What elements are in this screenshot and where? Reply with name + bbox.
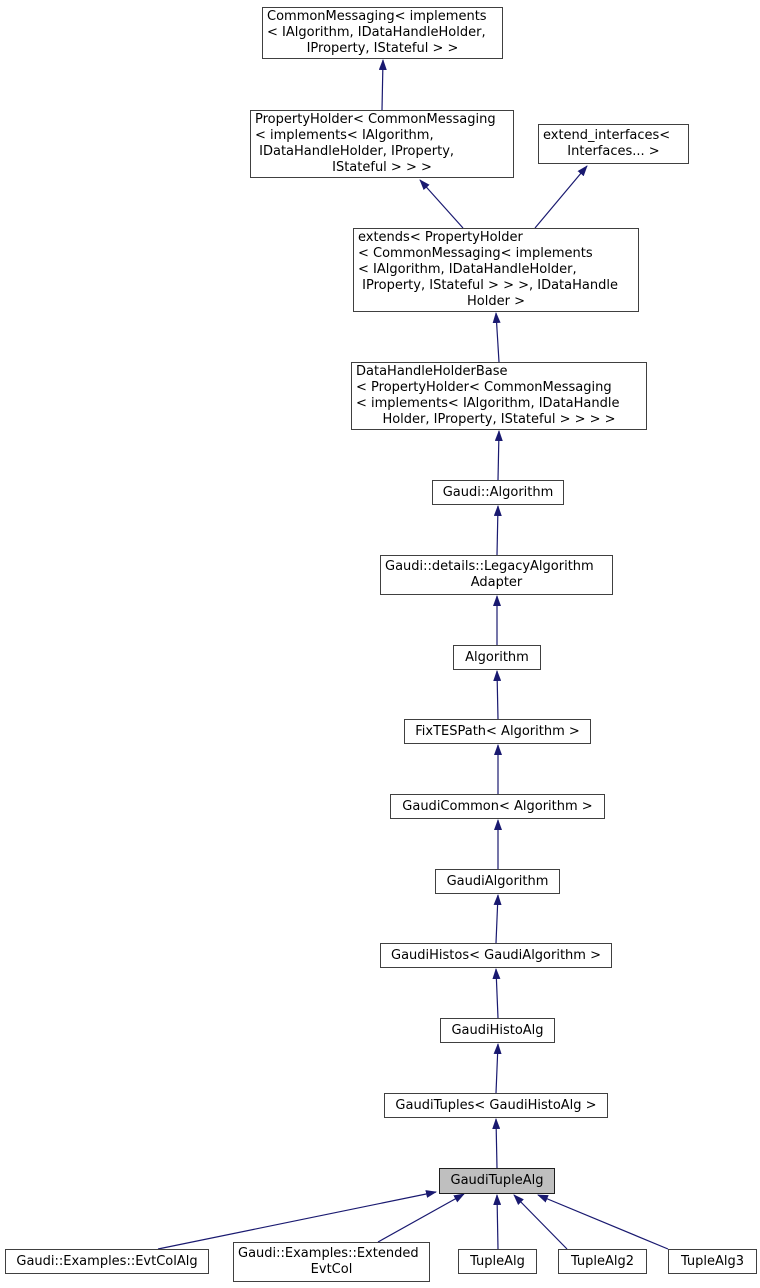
edge-legacy-algorithm-adapter-to-gaudi-ns-algorithm — [493, 505, 502, 556]
edge-gaudi-ns-algorithm-to-data-handle-holder-base — [494, 430, 503, 481]
node-algorithm[interactable]: Algorithm — [453, 645, 541, 670]
node-gaudi-histos[interactable]: GaudiHistos< GaudiAlgorithm > — [380, 943, 612, 968]
node-label-line: PropertyHolder< CommonMessaging — [255, 112, 496, 127]
node-property-holder[interactable]: PropertyHolder< CommonMessaging< impleme… — [250, 110, 514, 178]
node-label-line: GaudiCommon< Algorithm > — [402, 798, 593, 814]
node-label-line: GaudiTuples< GaudiHistoAlg > — [395, 1097, 597, 1113]
edge-evt-col-alg-to-gaudi-tuple-alg — [157, 1190, 437, 1250]
node-label-line: CommonMessaging< implements — [267, 9, 487, 24]
node-tuple-alg[interactable]: TupleAlg — [458, 1249, 537, 1274]
node-label-line: < CommonMessaging< implements — [358, 246, 593, 261]
edge-gaudi-histos-to-gaudi-algorithm — [493, 894, 502, 944]
node-gaudi-tuple-alg: GaudiTupleAlg — [439, 1168, 555, 1194]
node-label-line: Holder > — [467, 294, 525, 309]
edge-tuple-alg3-to-gaudi-tuple-alg — [537, 1194, 669, 1250]
node-label-line: < implements< IAlgorithm, IDataHandle — [356, 396, 620, 411]
node-label-line: Algorithm — [465, 649, 529, 665]
node-label-line: Gaudi::Algorithm — [442, 484, 554, 500]
edge-extends-to-extend-interfaces — [534, 165, 588, 229]
node-label-line: TupleAlg2 — [570, 1253, 635, 1269]
node-label-line: < IAlgorithm, IDataHandleHolder, — [358, 262, 577, 277]
edge-gaudi-histo-alg-to-gaudi-histos — [492, 968, 501, 1019]
edge-extends-to-property-holder — [419, 179, 464, 229]
node-gaudi-histo-alg[interactable]: GaudiHistoAlg — [440, 1018, 555, 1043]
node-label-line: Gaudi::details::LegacyAlgorithm — [385, 559, 594, 574]
node-label-line: Gaudi::Examples::Extended — [238, 1246, 419, 1261]
node-label-line: FixTESPath< Algorithm > — [415, 723, 580, 739]
edge-extended-evt-col-to-gaudi-tuple-alg — [377, 1193, 465, 1243]
node-common-messaging[interactable]: CommonMessaging< implements< IAlgorithm,… — [262, 7, 503, 59]
node-gaudi-ns-algorithm[interactable]: Gaudi::Algorithm — [432, 480, 564, 505]
node-tuple-alg3[interactable]: TupleAlg3 — [668, 1249, 757, 1274]
node-label-line: GaudiHistos< GaudiAlgorithm > — [391, 947, 601, 963]
node-label-line: Gaudi::Examples::EvtColAlg — [16, 1253, 198, 1269]
node-gaudi-common[interactable]: GaudiCommon< Algorithm > — [390, 794, 605, 819]
node-label-line: GaudiHistoAlg — [451, 1022, 544, 1038]
node-extend-interfaces[interactable]: extend_interfaces<Interfaces... > — [538, 124, 689, 164]
edge-fix-tes-path-to-algorithm — [493, 670, 502, 720]
node-gaudi-algorithm[interactable]: GaudiAlgorithm — [435, 869, 560, 894]
node-label-line: Adapter — [470, 575, 523, 590]
node-extends[interactable]: extends< PropertyHolder< CommonMessaging… — [353, 228, 639, 312]
node-label-line: EvtCol — [310, 1262, 353, 1277]
node-label-line: GaudiTupleAlg — [450, 1173, 544, 1188]
node-label-line: extends< PropertyHolder — [358, 230, 523, 245]
node-label-line: < IAlgorithm, IDataHandleHolder, — [267, 25, 486, 40]
edge-data-handle-holder-base-to-extends — [492, 312, 501, 363]
node-label-line: IStateful > > > — [332, 160, 432, 175]
edge-tuple-alg-to-gaudi-tuple-alg — [493, 1194, 502, 1250]
node-evt-col-alg[interactable]: Gaudi::Examples::EvtColAlg — [5, 1249, 209, 1274]
edge-tuple-alg2-to-gaudi-tuple-alg — [513, 1194, 568, 1250]
edge-gaudi-tuples-to-gaudi-histo-alg — [493, 1043, 502, 1094]
node-label-line: < implements< IAlgorithm, — [255, 128, 434, 143]
node-label-line: Interfaces... > — [567, 144, 660, 159]
edge-gaudi-tuple-alg-to-gaudi-tuples — [492, 1118, 501, 1169]
node-label-line: DataHandleHolderBase — [356, 364, 508, 379]
node-label-line: extend_interfaces< — [543, 128, 671, 143]
node-label-line: IProperty, IStateful > > — [306, 41, 459, 56]
node-fix-tes-path[interactable]: FixTESPath< Algorithm > — [404, 719, 591, 744]
node-data-handle-holder-base[interactable]: DataHandleHolderBase< PropertyHolder< Co… — [351, 362, 647, 430]
node-label-line: IDataHandleHolder, IProperty, — [255, 144, 455, 159]
node-label-line: Holder, IProperty, IStateful > > > > — [382, 412, 616, 427]
node-label-line: < PropertyHolder< CommonMessaging — [356, 380, 612, 395]
node-tuple-alg2[interactable]: TupleAlg2 — [558, 1249, 647, 1274]
node-gaudi-tuples[interactable]: GaudiTuples< GaudiHistoAlg > — [384, 1093, 608, 1118]
node-label-line: TupleAlg3 — [680, 1253, 745, 1269]
node-label-line: IProperty, IStateful > > >, IDataHandle — [358, 278, 618, 293]
node-label-line: TupleAlg — [470, 1253, 525, 1269]
edge-property-holder-to-common-messaging — [378, 59, 387, 111]
node-label-line: GaudiAlgorithm — [446, 873, 549, 889]
